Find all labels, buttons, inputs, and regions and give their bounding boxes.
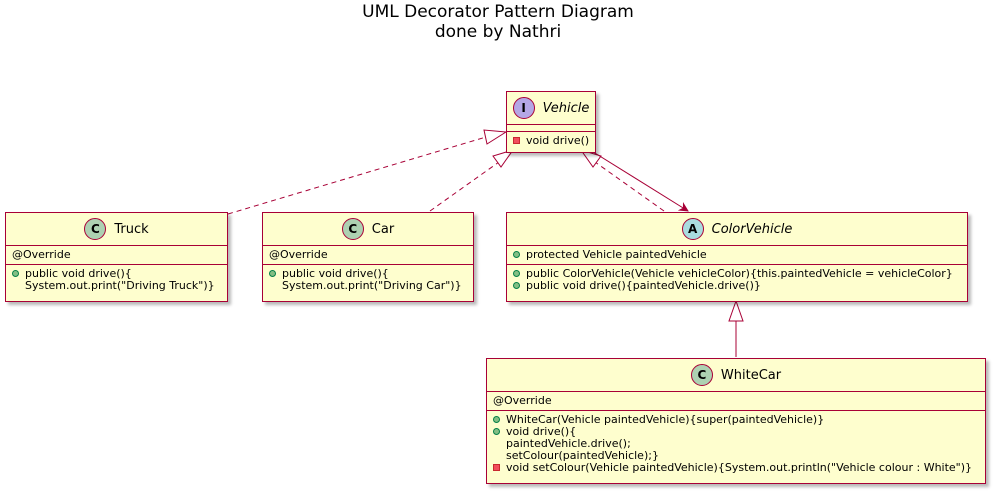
realization-arrowhead-car	[492, 149, 515, 168]
method-row: paintedVehicle.drive();	[506, 437, 631, 450]
method-row: public void drive(){paintedVehicle.drive…	[513, 280, 961, 292]
class-vehicle-fields	[507, 125, 595, 132]
class-whitecar-name: WhiteCar	[720, 367, 782, 383]
abstract-badge-icon: A	[681, 218, 704, 240]
class-truck-name: Truck	[114, 221, 149, 237]
field-row: @Override	[12, 248, 71, 261]
method-row: System.out.print("Driving Truck")}	[25, 279, 215, 292]
realization-arrowhead-colorvehicle	[579, 149, 602, 168]
field-row: protected Vehicle paintedVehicle	[513, 249, 961, 261]
class-car-header: C Car	[263, 213, 473, 246]
public-visibility-icon	[513, 270, 520, 277]
realization-arrowhead-truck	[483, 129, 508, 145]
edge-truck-implements-vehicle	[227, 136, 487, 215]
private-visibility-icon	[513, 137, 520, 144]
class-colorvehicle-header: A ColorVehicle	[507, 213, 967, 246]
class-truck-fields: @Override	[6, 246, 227, 265]
class-car-fields: @Override	[263, 246, 473, 265]
class-truck-header: C Truck	[6, 213, 227, 246]
method-row: void drive(){	[493, 426, 979, 438]
class-whitecar-fields: @Override	[487, 392, 985, 411]
class-colorvehicle-fields: protected Vehicle paintedVehicle	[507, 246, 967, 265]
class-whitecar-header: C WhiteCar	[487, 359, 985, 392]
interface-badge-icon: I	[512, 97, 535, 119]
class-vehicle-header: I Vehicle	[507, 92, 595, 125]
class-badge-icon: C	[341, 218, 364, 240]
method-row: public ColorVehicle(Vehicle vehicleColor…	[513, 268, 961, 280]
class-colorvehicle-name: ColorVehicle	[711, 221, 793, 237]
method-row: void drive()	[513, 135, 589, 147]
class-car-name: Car	[371, 221, 395, 237]
edge-colorvehicle-implements-vehicle	[594, 161, 665, 212]
class-truck[interactable]: C Truck @Override public void drive(){ S…	[5, 212, 228, 302]
public-visibility-icon	[269, 270, 276, 277]
field-row: @Override	[493, 394, 552, 407]
method-row: public void drive(){	[12, 268, 221, 280]
class-car-methods: public void drive(){ System.out.print("D…	[263, 265, 473, 295]
class-vehicle-name: Vehicle	[542, 100, 590, 116]
public-visibility-icon	[12, 270, 19, 277]
field-row: @Override	[269, 248, 328, 261]
class-badge-icon: C	[690, 364, 713, 386]
public-visibility-icon	[493, 428, 500, 435]
public-visibility-icon	[493, 416, 500, 423]
diagram-title: UML Decorator Pattern Diagram done by Na…	[0, 2, 996, 42]
class-vehicle[interactable]: I Vehicle void drive()	[506, 91, 596, 153]
edge-car-implements-vehicle	[429, 161, 500, 212]
inheritance-arrowhead-whitecar	[728, 299, 744, 322]
method-row: void setColour(Vehicle paintedVehicle){S…	[493, 462, 979, 474]
title-line-2: done by Nathri	[434, 22, 562, 42]
class-whitecar-methods: WhiteCar(Vehicle paintedVehicle){super(p…	[487, 411, 985, 477]
method-row: WhiteCar(Vehicle paintedVehicle){super(p…	[493, 414, 979, 426]
title-line-1: UML Decorator Pattern Diagram	[362, 2, 634, 22]
edge-vehicle-to-colorvehicle	[589, 149, 689, 212]
class-vehicle-methods: void drive()	[507, 132, 595, 150]
method-row: System.out.print("Driving Car")}	[282, 279, 462, 292]
private-visibility-icon	[493, 464, 500, 471]
class-colorvehicle[interactable]: A ColorVehicle protected Vehicle painted…	[506, 212, 968, 302]
public-visibility-icon	[513, 251, 520, 258]
method-row: public void drive(){	[269, 268, 467, 280]
class-car[interactable]: C Car @Override public void drive(){ Sys…	[262, 212, 474, 302]
class-whitecar[interactable]: C WhiteCar @Override WhiteCar(Vehicle pa…	[486, 358, 986, 484]
public-visibility-icon	[513, 282, 520, 289]
class-truck-methods: public void drive(){ System.out.print("D…	[6, 265, 227, 295]
class-colorvehicle-methods: public ColorVehicle(Vehicle vehicleColor…	[507, 265, 967, 295]
class-badge-icon: C	[84, 218, 107, 240]
method-row: setColour(paintedVehicle);}	[506, 449, 659, 462]
